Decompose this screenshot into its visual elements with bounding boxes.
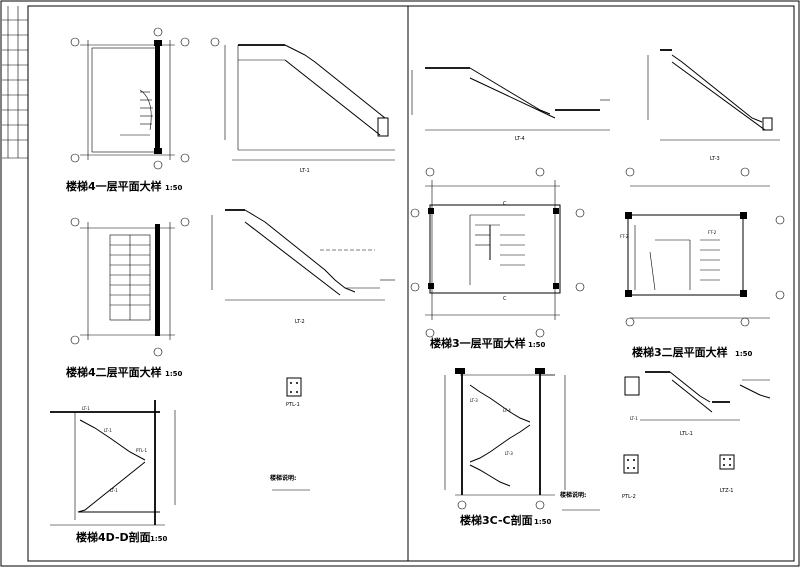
label-lt4-cc: LT-4 (503, 408, 511, 413)
scale-plan-stair3-floor1: 1:50 (528, 341, 546, 349)
detail-ptl2: PTL-2 (622, 454, 639, 500)
label-ft2-left: FT-2 (620, 234, 629, 239)
label-lt1-dd-b: LT-1 (104, 428, 112, 433)
plan-stair4-floor1 (70, 27, 190, 170)
label-lt3: LT-3 (710, 156, 720, 162)
label-lt3-cc-b: LT-3 (505, 451, 513, 456)
label-ltz1: LTZ-1 (720, 488, 733, 494)
detail-ltl-right (739, 379, 771, 399)
notes-title-left: 楼梯说明: (270, 474, 296, 482)
binding-strip (2, 6, 29, 159)
detail-ptl1: PTL-1 (286, 377, 302, 408)
section-mark-c-bottom: C (503, 296, 507, 302)
label-lt4: LT-4 (515, 136, 525, 142)
label-lt1-dd: LT-1 (82, 406, 90, 411)
label-lt2: LT-2 (295, 319, 305, 325)
section-mark-c-top: C (503, 201, 507, 207)
detail-ltz1: LTZ-1 (719, 454, 735, 494)
title-section-stair4: 楼梯4D-D剖面 (76, 530, 151, 544)
plan-stair3-floor2: FT-2 FT-2 (620, 167, 785, 327)
drawing-frame (27, 5, 795, 562)
detail-ltl1: LTL-1 (640, 371, 740, 437)
label-lt1-dd-c: LT-1 (110, 488, 118, 493)
label-ptl1: PTL-1 (286, 402, 300, 408)
label-ptl1-dd: PTL-1 (136, 448, 147, 453)
label-ft2-right: FT-2 (708, 230, 717, 235)
scale-plan-stair3-floor2: 1:50 (735, 350, 753, 358)
label-lt1: LT-1 (300, 168, 310, 174)
scale-section-stair3: 1:50 (534, 518, 552, 526)
title-plan-stair3-floor1: 楼梯3一层平面大样 (430, 336, 526, 350)
section-lt2: LT-2 (211, 209, 395, 325)
section-lt1: LT-1 (210, 37, 395, 174)
title-plan-stair3-floor2: 楼梯3二层平面大样 (632, 345, 728, 359)
scale-section-stair4: 1:50 (150, 535, 168, 543)
label-ltl1: LTL-1 (680, 431, 693, 437)
section-stair3-cc: LT-3 LT-4 LT-3 (444, 368, 566, 510)
notes-title-right: 楼梯说明: (560, 491, 586, 499)
scale-plan-stair4-floor2: 1:50 (165, 370, 183, 378)
title-section-stair3: 楼梯3C-C剖面 (460, 513, 533, 527)
label-ptl-beam: LT-1 (630, 416, 638, 421)
plan-stair4-floor2 (70, 217, 190, 357)
section-stair4-dd: LT-1 LT-1 PTL-1 LT-1 (50, 400, 176, 526)
title-plan-stair4-floor1: 楼梯4一层平面大样 (66, 179, 162, 193)
label-ptl2: PTL-2 (622, 494, 636, 500)
section-lt4: LT-4 (411, 67, 610, 142)
detail-beam-section: LT-1 (624, 376, 640, 421)
scale-plan-stair4-floor1: 1:50 (165, 184, 183, 192)
section-lt3: LT-3 (647, 49, 780, 162)
label-lt3-cc: LT-3 (470, 398, 478, 403)
plan-stair3-floor1: C C (410, 167, 585, 338)
title-plan-stair4-floor2: 楼梯4二层平面大样 (66, 365, 162, 379)
